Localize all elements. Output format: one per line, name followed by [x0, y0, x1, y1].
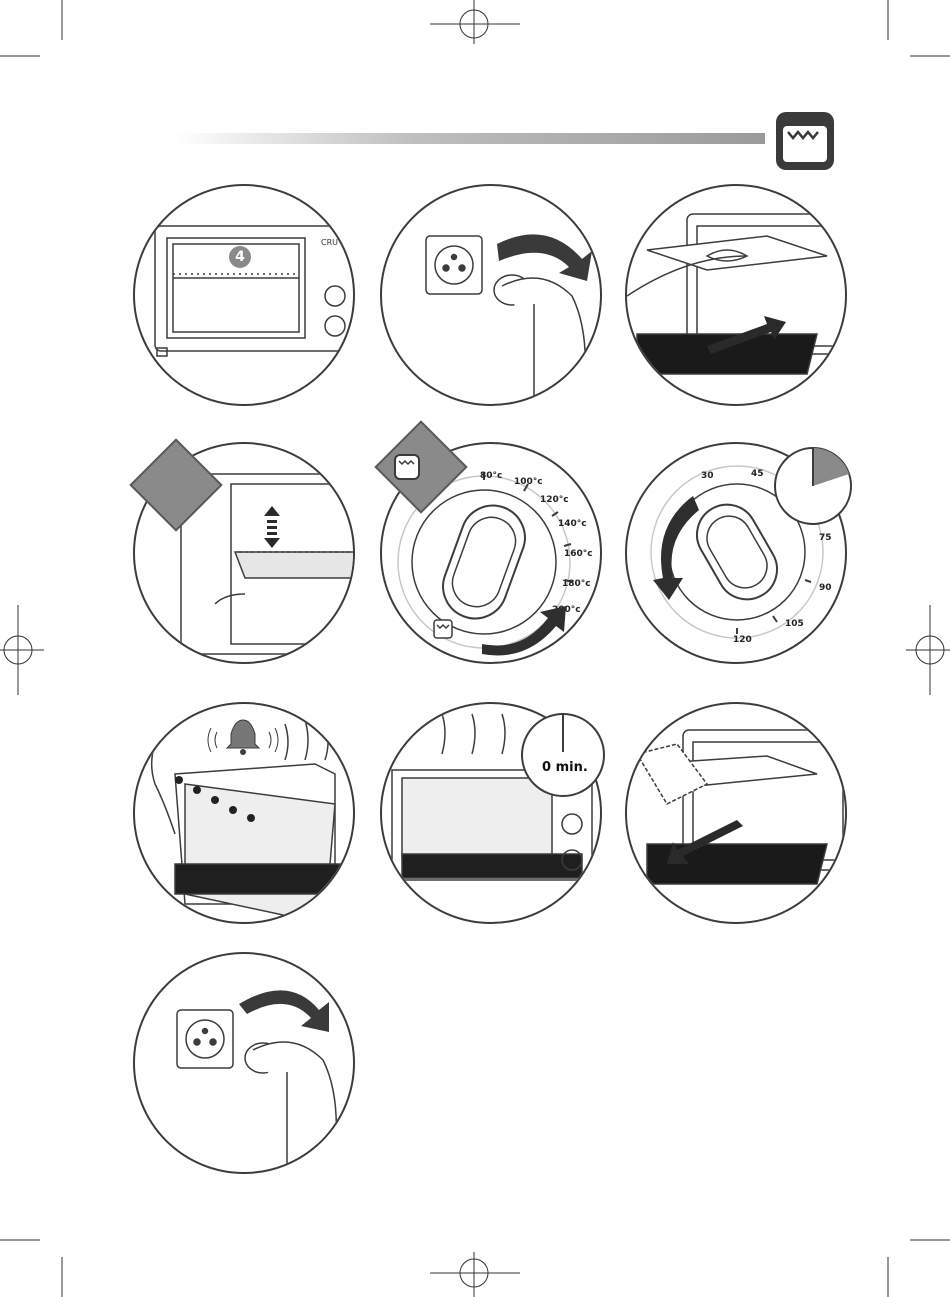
insert-tray-illustration [627, 186, 847, 406]
up-down-arrow-icon [264, 506, 280, 548]
step-7-bell-open-door [133, 702, 355, 924]
minute-label-90: 90 [819, 583, 832, 593]
header-bar [175, 133, 765, 144]
minute-label-45: 45 [751, 469, 764, 479]
minute-label-120: 120 [733, 635, 752, 645]
oven-mode-icon [392, 452, 422, 482]
temp-label-120: 120°c [540, 495, 569, 505]
arrow-icon [497, 234, 592, 281]
minute-label-30: 30 [701, 471, 714, 481]
shelf-position-badge: 4 [229, 246, 251, 268]
unplug-illustration [135, 954, 355, 1174]
step-9-remove-tray [625, 702, 847, 924]
temp-label-160: 160°c [564, 549, 593, 559]
small-oven-icon [434, 620, 452, 638]
temp-label-140: 140°c [558, 519, 587, 529]
timer-zero-label: 0 min. [542, 760, 588, 775]
minute-label-75: 75 [819, 533, 832, 543]
clock-segment-icon [773, 446, 853, 526]
brand-label: CRU [321, 238, 338, 247]
oven-icon [774, 110, 836, 172]
arrow-icon [239, 990, 329, 1032]
bell-icon [208, 720, 278, 755]
oven-front-illustration [135, 186, 355, 406]
step-2-plug-in [380, 184, 602, 406]
temp-label-100: 100°c [514, 477, 543, 487]
timer-end-icon [520, 712, 606, 798]
remove-tray-illustration [627, 704, 847, 924]
temp-label-180: 180°c [562, 579, 591, 589]
plug-in-illustration [382, 186, 602, 406]
minute-label-105: 105 [785, 619, 804, 629]
bell-open-door-illustration [135, 704, 355, 924]
temp-label-80: 80°c [480, 471, 502, 481]
step-3-insert-tray [625, 184, 847, 406]
step-10-unplug [133, 952, 355, 1174]
step-1-shelf-position: 4 CRU [133, 184, 355, 406]
